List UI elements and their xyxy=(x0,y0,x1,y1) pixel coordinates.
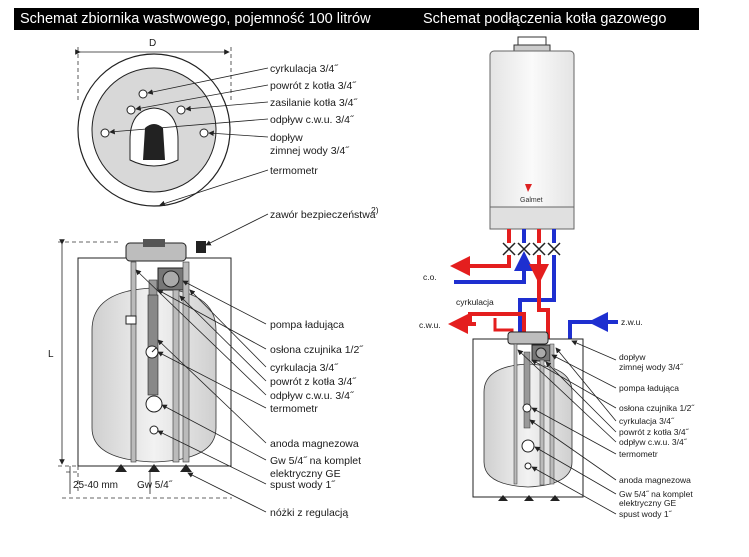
label-safety-valve: zawór bezpieczeństwa xyxy=(270,209,376,221)
r-label-anoda: anoda magnezowa xyxy=(619,475,691,485)
r-label-zimnej-wody: zimnej wody 3/4˝ xyxy=(619,362,684,372)
gas-boiler: Galmet xyxy=(489,36,575,230)
right-labels: dopływ zimnej wody 3/4˝ pompa ładująca o… xyxy=(619,352,695,519)
label-anoda: anoda magnezowa xyxy=(270,438,359,450)
label-odplyw-side: odpływ c.w.u. 3/4˝ xyxy=(270,390,355,402)
label-doplyw: dopływ xyxy=(270,132,303,144)
thread-label: Gw 5/4˝ xyxy=(137,479,173,491)
label-odplyw: odpływ c.w.u. 3/4˝ xyxy=(270,114,355,126)
boiler-pipes xyxy=(448,229,618,342)
r-label-powrot: powrót z kotła 3/4˝ xyxy=(619,427,690,437)
right-tank xyxy=(472,331,584,501)
label-circulation-pipe: cyrkulacja xyxy=(456,297,494,307)
side-view: L 25-40 mm xyxy=(48,239,232,499)
top-view-leaders xyxy=(109,67,269,207)
side-view-leaders xyxy=(135,269,267,513)
label-safety-valve-sup: 2) xyxy=(371,205,379,215)
r-label-cyrkulacja: cyrkulacja 3/4˝ xyxy=(619,416,675,426)
r-label-odplyw: odpływ c.w.u. 3/4˝ xyxy=(619,437,688,447)
label-powrot-side: powrót z kotła 3/4˝ xyxy=(270,376,357,388)
label-cwu: c.w.u. xyxy=(419,320,441,330)
top-view: D xyxy=(75,38,232,207)
foot-height-label: 25-40 mm xyxy=(73,480,118,491)
label-nozki: nóżki z regulacją xyxy=(270,507,348,519)
label-ge: elektryczny GE xyxy=(270,468,341,480)
r-label-pompa: pompa ładująca xyxy=(619,383,679,393)
label-cyrkulacja: cyrkulacja 3/4˝ xyxy=(270,63,339,75)
label-co: c.o. xyxy=(423,272,437,282)
r-label-spust: spust wody 1˝ xyxy=(619,509,673,519)
r-label-ge: elektryczny GE xyxy=(619,498,676,508)
r-label-oslona: osłona czujnika 1/2˝ xyxy=(619,403,695,413)
label-zimnej-wody: zimnej wody 3/4˝ xyxy=(270,145,350,157)
top-view-labels: cyrkulacja 3/4˝ powrót z kotła 3/4˝ zasi… xyxy=(270,63,358,177)
r-label-termometr: termometr xyxy=(619,449,658,459)
side-view-labels: pompa ładująca osłona czujnika 1/2˝ cyrk… xyxy=(270,319,364,519)
r-label-gw: Gw 5/4˝ na komplet xyxy=(619,489,693,499)
boiler-brand: Galmet xyxy=(520,197,543,204)
label-oslona: osłona czujnika 1/2˝ xyxy=(270,344,364,356)
label-spust: spust wody 1˝ xyxy=(270,479,336,491)
right-leaders xyxy=(517,340,617,515)
label-termometr-top: termometr xyxy=(270,165,318,177)
pipe-labels: c.o. cyrkulacja c.w.u. z.w.u. xyxy=(419,272,643,330)
diameter-label: D xyxy=(149,38,156,49)
label-zwu: z.w.u. xyxy=(621,317,643,327)
label-cyrkulacja-side: cyrkulacja 3/4˝ xyxy=(270,362,339,374)
label-termometr-side: termometr xyxy=(270,403,318,415)
r-label-doplyw: dopływ xyxy=(619,352,646,362)
label-zasilanie: zasilanie kotła 3/4˝ xyxy=(270,97,358,109)
height-label: L xyxy=(48,349,54,360)
label-powrot: powrót z kotła 3/4˝ xyxy=(270,80,357,92)
leader-safety-valve xyxy=(205,213,269,246)
left-header: Schemat zbiornika wastwowego, pojemność … xyxy=(14,8,420,30)
right-header: Schemat podłączenia kotła gazowego xyxy=(417,8,699,30)
label-gw: Gw 5/4˝ na komplet xyxy=(270,455,361,467)
label-pompa: pompa ładująca xyxy=(270,319,344,331)
